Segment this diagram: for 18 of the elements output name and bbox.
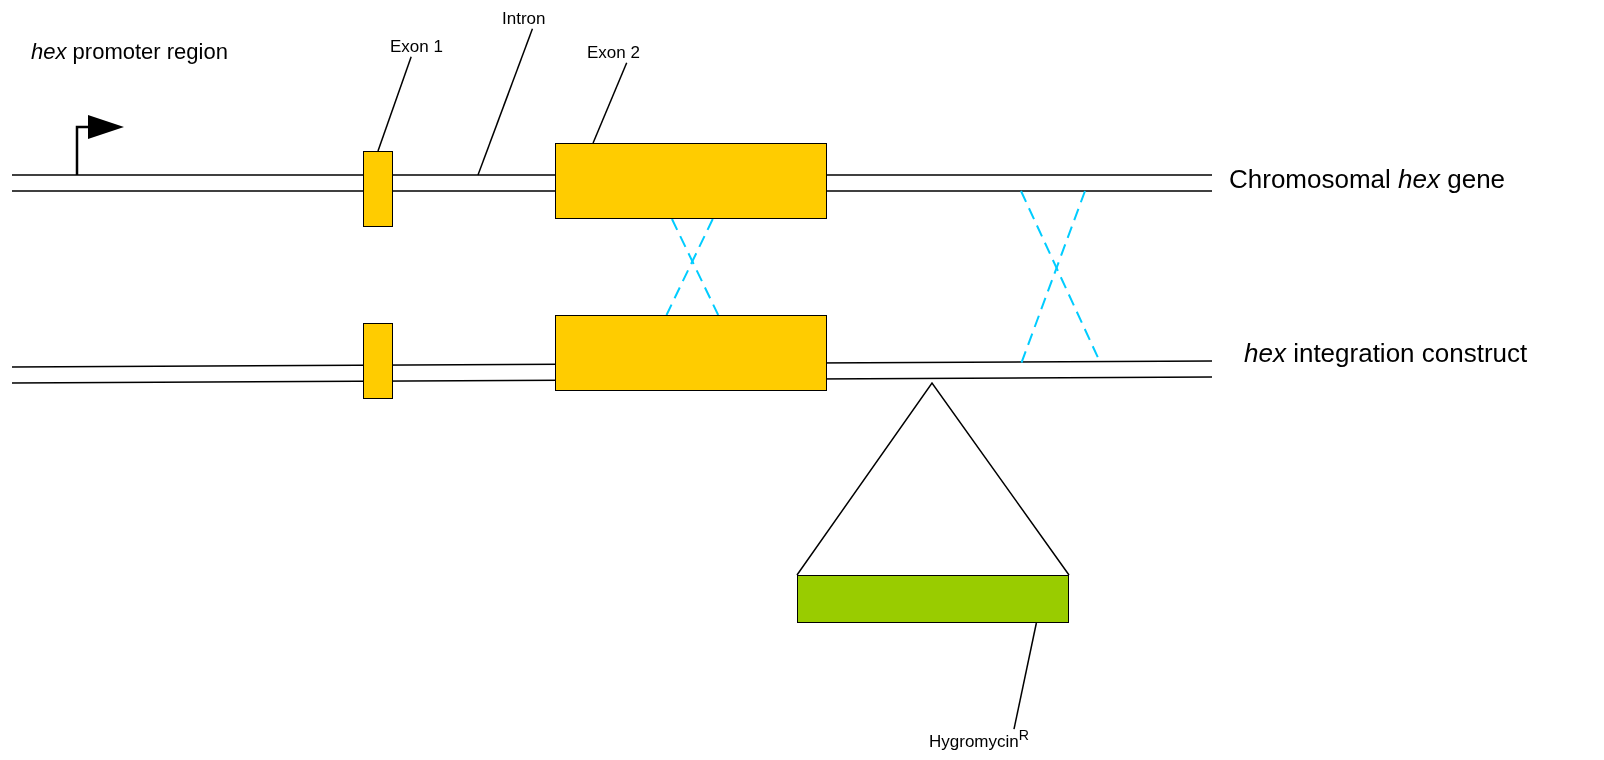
construct-label: hex integration construct [1244, 339, 1528, 368]
exon-box [555, 315, 827, 391]
leader-line [477, 27, 534, 176]
leader-line [592, 61, 628, 144]
gene-label: Hygromycin$^{R}$ [929, 728, 1029, 752]
leader-line [1013, 622, 1038, 730]
crossover-line [665, 218, 714, 316]
crossover-line [670, 218, 720, 316]
exon-label: Exon 2 [587, 44, 640, 63]
gene-label: Chromosomal hex gene [1229, 165, 1506, 194]
exon-box [363, 151, 393, 227]
leader-line [377, 55, 412, 152]
exon-box [363, 323, 393, 399]
promoter-label: hex promoter region [31, 40, 228, 65]
exon-box [555, 143, 827, 219]
intron-label: Intron [502, 10, 546, 29]
resistance-gene-box [797, 575, 1069, 623]
exon-label: Exon 1 [390, 38, 443, 57]
